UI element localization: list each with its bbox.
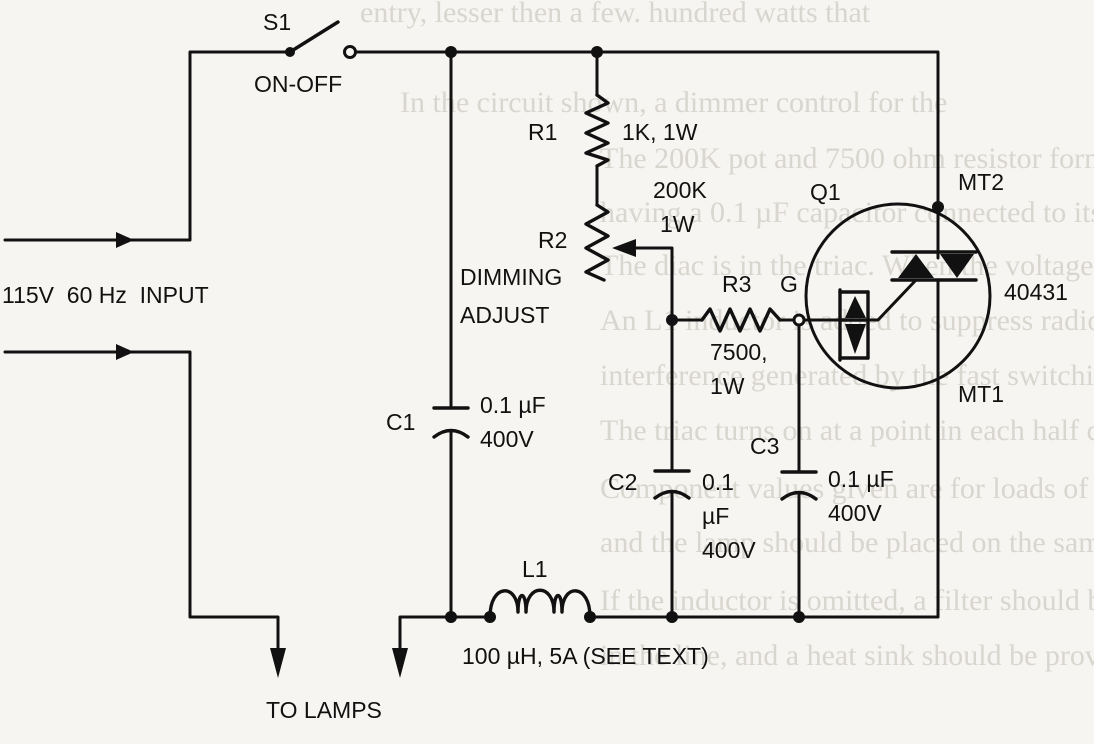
label-g: G [780,271,798,297]
label-dimming: DIMMING [460,264,562,290]
wire-input-bottom [3,350,280,650]
junction-c1-bottom [445,611,457,623]
c1-plate-bottom [432,428,470,439]
junction-c2-top [666,314,678,326]
label-c2: C2 [608,469,637,495]
junction-l1-left [484,611,496,623]
label-on-off: ON-OFF [254,71,342,97]
junction-gate [792,313,806,327]
label-r2-value-1: 200K [653,177,707,203]
resistor-r1 [584,93,610,168]
wire-top-rail [348,50,940,209]
label-s1: S1 [263,9,291,35]
junction-c1-top [445,46,457,58]
diac-triangle-up [845,296,866,318]
label-r1: R1 [528,119,557,145]
input-arrow-bottom [116,344,134,360]
ghost-line-9: Component values given are for loads of … [600,472,1094,505]
label-c2-value-3: 400V [702,537,756,563]
label-c3-value-1: 0.1 µF [828,466,894,492]
label-c1: C1 [386,409,415,435]
label-to-lamps: TO LAMPS [266,697,382,723]
junction-r1-top [591,46,603,58]
label-c3: C3 [750,433,779,459]
label-c1-value-2: 400V [480,426,534,452]
lamp-arrow-left [270,648,286,678]
junction-l1-right [584,611,596,623]
ghost-line-10: and the lamp should be placed on the sam… [600,526,1094,559]
s1-contact-right [343,45,357,59]
c3-plate-bottom [780,490,818,501]
label-c1-value-1: 0.1 µF [480,392,546,418]
c2-plate-bottom [653,489,691,500]
label-mt2: MT2 [958,169,1004,195]
label-r3: R3 [722,271,751,297]
s1-lever [288,20,340,54]
label-mt1: MT1 [958,381,1004,407]
ghost-line-1: entry, lesser then a few. hundred watts … [360,0,871,29]
r2-wiper-arrow [612,239,636,257]
ghost-line-12: in the line, and a heat sink should be p… [600,639,1094,672]
resistor-r3 [700,307,782,333]
label-c2-value-1: 0.1 [702,469,734,495]
label-r3-value-2: 1W [710,373,745,399]
ghost-line-11: If the inductor is omitted, a filter sho… [600,584,1094,617]
label-r1-value: 1K, 1W [622,119,698,145]
background-text: entry, lesser then a few. hundred watts … [360,0,1094,672]
lamp-arrow-right [392,648,408,678]
capacitor-c3 [780,470,818,501]
label-l1: L1 [522,556,548,582]
label-part-number: 40431 [1004,279,1068,305]
label-c2-value-2: µF [702,503,729,529]
label-r3-value-1: 7500, [710,339,768,365]
junctions [445,46,944,623]
ghost-line-3: The 200K pot and 7500 ohm resistor form … [600,142,1094,175]
ghost-line-8: The triac turns on at a point in each ha… [600,414,1094,447]
diac-triangle-down [845,324,866,354]
wire-input-top [3,50,288,242]
wire-mt1 [588,376,940,619]
junction-c2-bottom [666,611,678,623]
q1-gate-link [866,278,918,322]
capacitor-c1 [432,406,470,439]
ghost-line-2: In the circuit shown, a dimmer control f… [400,86,947,119]
junction-c3-bottom [793,611,805,623]
label-r2: R2 [538,227,567,253]
label-c3-value-2: 400V [828,500,882,526]
label-r2-value-2: 1W [660,211,695,237]
wire-lamp-return [398,615,492,650]
label-l1-value: 100 µH, 5A (SEE TEXT) [462,643,709,669]
ghost-line-5: The diac is in the triac. When the volta… [600,249,1094,282]
inductor-l1 [488,588,592,619]
label-q1: Q1 [810,179,841,205]
wire-wiper [658,246,674,322]
junction-mt2 [932,201,944,213]
potentiometer-r2 [584,203,610,282]
q1-envelope [804,202,992,390]
capacitor-c2 [653,469,691,500]
q1-triangle-down [940,254,974,278]
ghost-line-4: having a 0.1 µF capacitor connected to i… [600,196,1094,229]
switch-s1 [285,20,357,59]
input-arrow-top [116,232,134,248]
label-input: 115V 60 Hz INPUT [2,282,209,308]
q1-triangle-up [898,254,934,278]
triac-q1 [804,202,992,390]
ghost-line-7: interference generated by the fast switc… [600,359,1094,392]
label-adjust: ADJUST [460,302,549,328]
labels: S1 ON-OFF R1 1K, 1W 200K 1W R2 DIMMING A… [2,9,1068,723]
